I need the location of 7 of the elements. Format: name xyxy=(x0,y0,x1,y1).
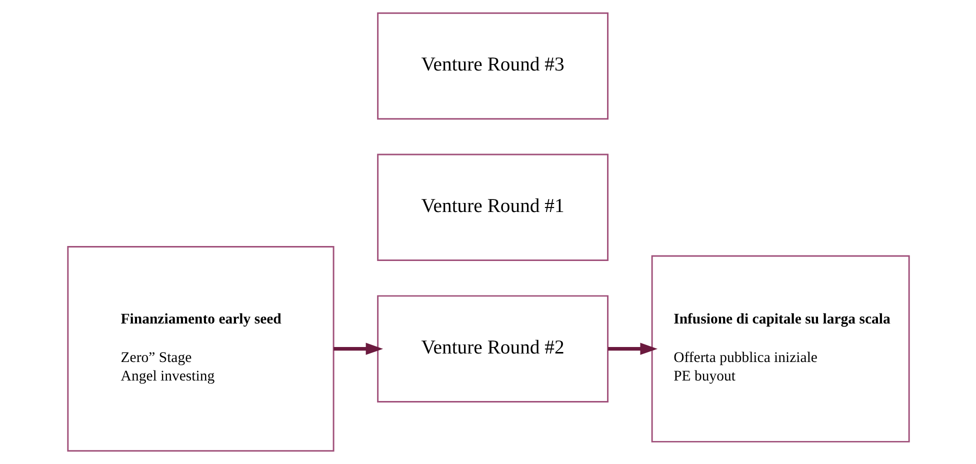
arrow xyxy=(333,342,383,355)
node-box: Infusione di capitale su larga scala Offerta pubblica iniziale PE buyout xyxy=(650,255,910,442)
arrow xyxy=(608,342,658,355)
node-box: Venture Round #3 xyxy=(376,12,608,120)
node-box: Venture Round #2 xyxy=(376,295,608,402)
node-box: Finanziamento early seed Zero” Stage Angel investing xyxy=(66,246,334,452)
node-box: Venture Round #1 xyxy=(376,154,608,262)
